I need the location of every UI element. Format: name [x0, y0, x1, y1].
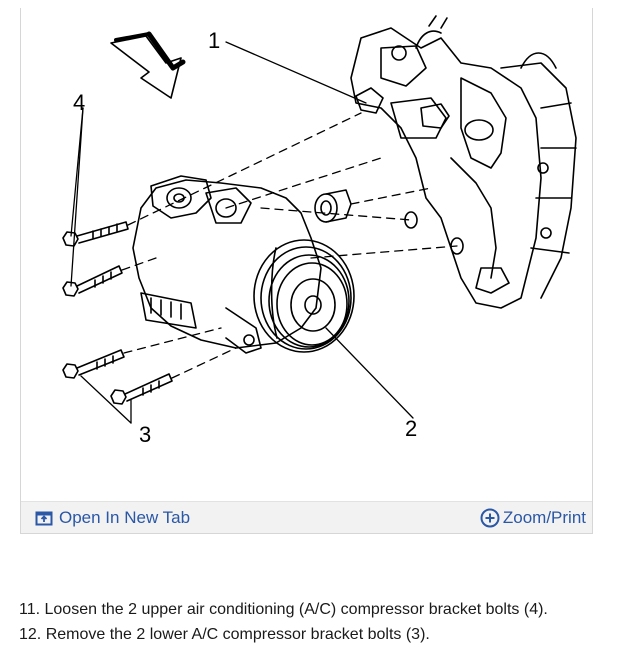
zoom-print-label: Zoom/Print	[502, 507, 586, 527]
callout-3: 3	[139, 422, 152, 447]
ac-compressor	[132, 175, 322, 354]
figure-card: 1 2 3 4 Open In New Tab Zoom/Print	[20, 8, 593, 534]
instruction-list: 11. Loosen the 2 upper air conditioning …	[19, 600, 548, 650]
compressor-diagram: 1 2 3 4	[21, 8, 592, 502]
instruction-step-11: 11. Loosen the 2 upper air conditioning …	[19, 601, 548, 618]
figure-toolbar: Open In New Tab Zoom/Print	[21, 501, 592, 533]
open-in-new-tab-link[interactable]: Open In New Tab	[35, 502, 190, 533]
leader-lines	[70, 41, 414, 424]
lower-bolt-2	[110, 373, 173, 405]
upper-bolt-1	[62, 221, 129, 247]
zoom-print-link[interactable]: Zoom/Print	[480, 502, 586, 533]
alignment-lines	[121, 112, 458, 379]
instruction-step-12: 12. Remove the 2 lower A/C compressor br…	[19, 626, 430, 643]
compressor-illustration	[62, 15, 577, 424]
spacer-bushing	[314, 189, 352, 223]
plus-circle-icon	[480, 508, 500, 528]
callout-1: 1	[208, 28, 221, 53]
callout-2: 2	[405, 416, 418, 441]
clutch-pulley	[253, 239, 355, 353]
lower-bolt-1	[62, 349, 125, 379]
open-external-icon	[35, 510, 53, 526]
front-arrow-icon	[110, 31, 186, 99]
upper-bolt-2	[62, 265, 123, 297]
callout-4: 4	[73, 90, 86, 115]
open-in-new-tab-label: Open In New Tab	[59, 507, 191, 527]
engine-bracket	[350, 15, 577, 309]
